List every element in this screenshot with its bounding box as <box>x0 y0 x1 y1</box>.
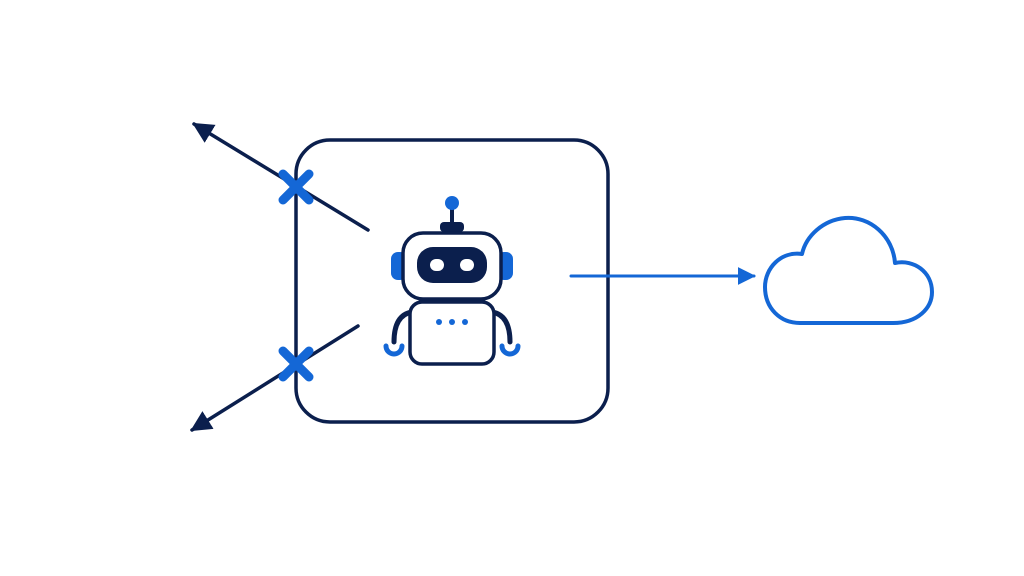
robot-body-dot <box>462 319 468 325</box>
sandbox-boundary <box>294 138 610 424</box>
robot-eye-left <box>430 259 444 271</box>
robot-icon <box>383 196 521 366</box>
robot-visor <box>417 247 487 283</box>
robot-body <box>408 300 496 366</box>
robot-gripper-right <box>499 343 521 357</box>
x-mark-stroke-b <box>278 169 314 205</box>
robot-antenna-base <box>440 222 464 232</box>
robot-eye-right <box>460 259 474 271</box>
cloud-icon <box>763 215 934 325</box>
robot-gripper-left <box>383 343 405 357</box>
blocked-connection-lower <box>190 324 360 432</box>
x-mark-icon <box>278 169 314 205</box>
robot-antenna-tip <box>445 196 459 210</box>
x-mark-icon <box>278 346 314 382</box>
robot-body-dot <box>436 319 442 325</box>
x-mark-stroke-b <box>278 346 314 382</box>
robot-body-dot <box>449 319 455 325</box>
